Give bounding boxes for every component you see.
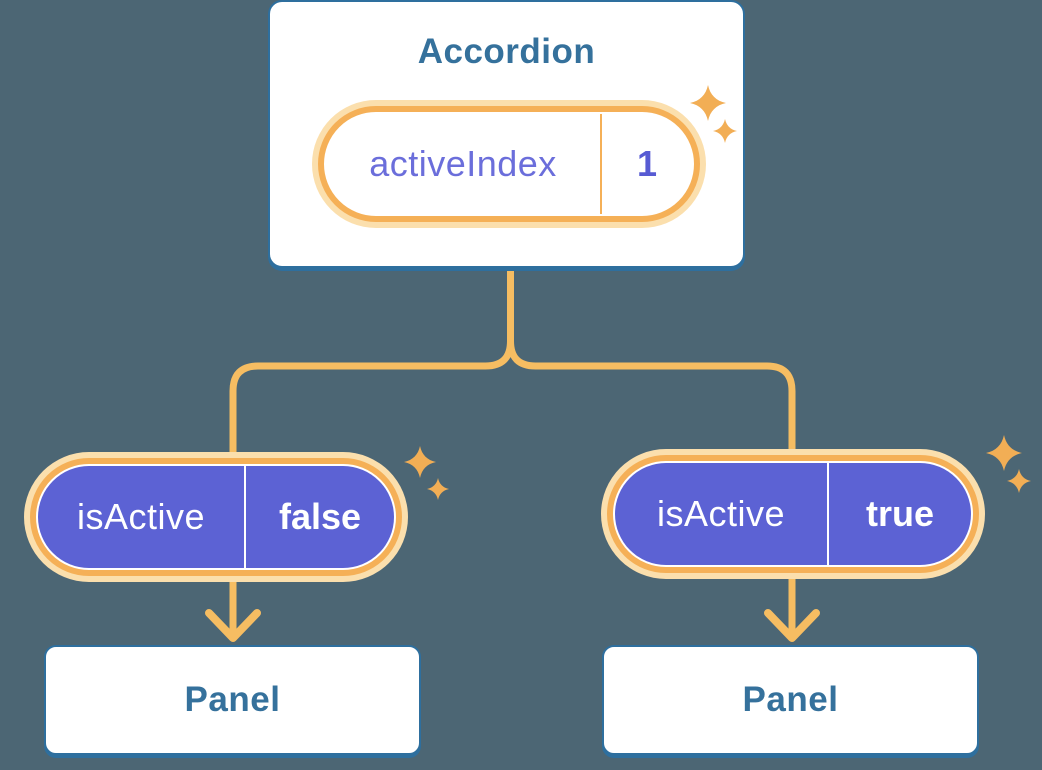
panel-title: Panel <box>742 680 839 719</box>
pill-divider <box>244 466 246 568</box>
state-pill-body: activeIndex 1 <box>326 114 692 214</box>
sparkle-small-icon <box>713 119 737 143</box>
sparkle-large-icon <box>690 85 726 121</box>
pill-divider <box>600 114 602 214</box>
pill-divider <box>827 463 829 565</box>
panel-component-box-right: Panel <box>602 645 979 755</box>
prop-name-label: isActive <box>656 493 786 534</box>
state-value: 1 <box>636 143 658 184</box>
prop-pill-isactive-false: isActive false <box>30 458 402 576</box>
sparkle-small-icon <box>1007 469 1031 493</box>
tree-branch-left <box>229 265 514 640</box>
state-name-label: activeIndex <box>369 143 557 184</box>
state-pill-activeindex: activeIndex 1 <box>318 106 700 222</box>
sparkle-large-icon <box>404 446 436 478</box>
prop-value: true <box>865 493 934 534</box>
arrowhead-left-icon <box>205 609 261 642</box>
accordion-component-box: Accordion activeIndex 1 <box>268 0 745 268</box>
tree-branch-right <box>507 265 796 640</box>
prop-pill-isactive-true: isActive true <box>607 455 979 573</box>
panel-component-box-left: Panel <box>44 645 421 755</box>
panel-title: Panel <box>184 680 281 719</box>
arrowhead-right-icon <box>764 609 820 642</box>
sparkle-large-icon <box>986 435 1022 471</box>
prop-name-label: isActive <box>76 496 206 537</box>
sparkle-small-icon <box>427 478 449 500</box>
prop-value: false <box>278 496 362 537</box>
prop-pill-body: isActive false <box>38 466 394 568</box>
accordion-title: Accordion <box>417 32 596 71</box>
prop-pill-body: isActive true <box>615 463 971 565</box>
